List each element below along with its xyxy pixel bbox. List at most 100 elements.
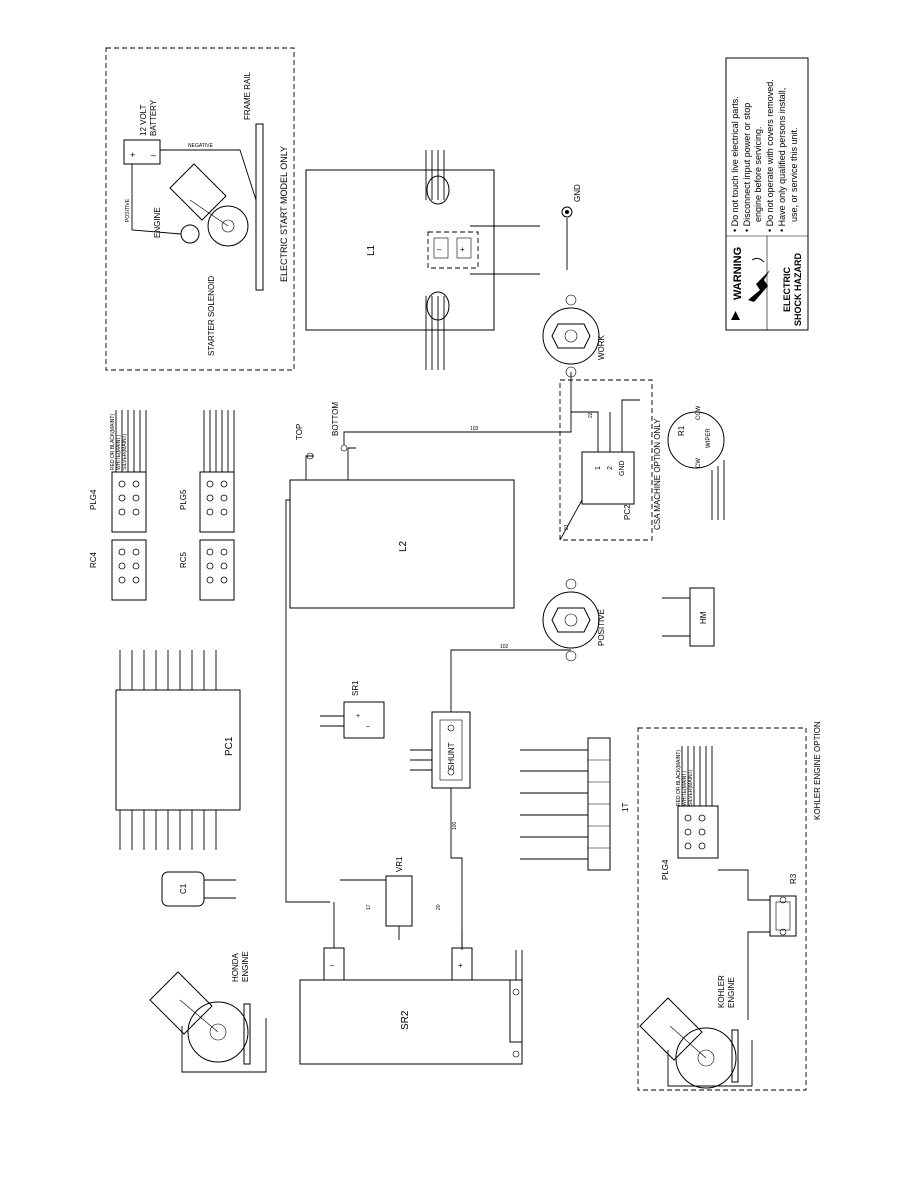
svg-text:CCW: CCW	[696, 405, 702, 420]
r3-label: R3	[789, 873, 798, 884]
svg-text:+: +	[458, 961, 463, 970]
plg5-wires	[203, 410, 235, 472]
svg-text:RED OR BLACK(MAINT): RED OR BLACK(MAINT)	[676, 750, 682, 806]
bullet-6: use, or service this unit.	[789, 127, 799, 222]
engine-drawing	[169, 163, 249, 247]
pc2	[581, 451, 635, 505]
pc2-label: PC2	[623, 504, 632, 520]
kohler-label-1: KOHLER	[717, 975, 726, 1008]
hazard-line1: ELECTRIC	[782, 266, 792, 312]
kohler-option-label: KOHLER ENGINE OPTION	[813, 721, 822, 820]
svg-text:CW: CW	[696, 458, 702, 468]
honda-label-1: HONDA	[231, 952, 240, 982]
pc1-right-wires	[119, 810, 217, 850]
r3-resistor: R3	[718, 869, 798, 1020]
svg-text:SILVER(MAINT): SILVER(MAINT)	[122, 433, 128, 470]
sr1-label: SR1	[351, 680, 360, 696]
svg-text:WIPER: WIPER	[706, 428, 712, 448]
kohler-engine-section: KOHLER ENGINE OPTION PLG4 RED OR BLACK(M…	[637, 721, 822, 1091]
svg-text:2: 2	[607, 466, 614, 470]
electric-start-section: ELECTRIC START MODEL ONLY + – 12 VOLT BA…	[105, 47, 295, 371]
svg-text:+: +	[460, 245, 465, 254]
csa-option-label: CSA MACHINE OPTION ONLY	[653, 418, 662, 530]
rc5-connector: RC5	[179, 539, 235, 601]
terminal-strip-1t: 1T	[520, 737, 630, 871]
pc1-left-wires	[119, 650, 217, 690]
pc1-board: PC1	[115, 650, 241, 850]
work-stud: WORK	[542, 294, 606, 378]
positive-label: POSITIVE	[597, 609, 606, 646]
svg-text:1: 1	[595, 466, 602, 470]
svg-text:17: 17	[366, 904, 372, 910]
1t-label: 1T	[621, 803, 630, 812]
plg5-label: PLG5	[179, 489, 188, 510]
kohler-label-2: ENGINE	[727, 977, 736, 1008]
starter-solenoid-label: STARTER SOLENOID	[207, 276, 216, 356]
battery	[123, 139, 161, 165]
positive-wire-label: POSITIVE	[125, 198, 131, 222]
svg-text:102: 102	[500, 644, 509, 650]
warning-label: WARNING ELECTRIC SHOCK HAZARD • Do not t…	[725, 57, 809, 331]
svg-text:22: 22	[588, 412, 594, 418]
svg-text:–: –	[366, 723, 370, 730]
svg-text:GND: GND	[619, 460, 626, 476]
bottom-label: BOTTOM	[331, 402, 340, 436]
sr2-label: SR2	[400, 1010, 411, 1030]
l1-label: L1	[366, 244, 377, 256]
svg-text:20: 20	[436, 904, 442, 910]
l2-label: L2	[398, 540, 409, 552]
gnd-label: GND	[573, 184, 582, 202]
svg-text:+: +	[356, 713, 360, 720]
work-label: WORK	[597, 334, 606, 360]
plg4-wires	[115, 410, 147, 472]
r1-label: R1	[677, 425, 686, 436]
top-label: TOP	[295, 424, 304, 440]
hm-label: HM	[699, 611, 708, 624]
plg5-connector: PLG5	[179, 410, 235, 533]
battery-minus: –	[151, 150, 156, 160]
rc5-label: RC5	[179, 551, 188, 568]
bullet-4: • Do not operate with covers removed.	[765, 79, 775, 232]
electric-start-title: ELECTRIC START MODEL ONLY	[279, 146, 289, 282]
svg-text:WHITE(MAINT): WHITE(MAINT)	[116, 435, 122, 470]
c1-label: C1	[179, 883, 188, 894]
sr2-rectifier: SR2 – +	[299, 902, 523, 1065]
shock-hazard-icon	[748, 257, 770, 302]
kohler-plg4: PLG4 RED OR BLACK(MAINT) WHITE(MAINT) SI…	[661, 746, 719, 880]
svg-text:RED OR BLACK(MAINT): RED OR BLACK(MAINT)	[110, 414, 116, 470]
bullet-5: • Have only qualified persons install,	[777, 88, 787, 232]
vr1-label: VR1	[395, 856, 404, 872]
r1-potentiometer: R1 CW CCW WIPER	[667, 405, 725, 520]
shunt: SHUNT 102 100	[410, 644, 571, 950]
pc1-label: PC1	[224, 736, 235, 756]
honda-engine: HONDA ENGINE	[149, 951, 267, 1073]
positive-stud: POSITIVE	[542, 578, 606, 662]
negative-wire-label: NEGATIVE	[188, 143, 214, 149]
battery-label-2: BATTERY	[149, 99, 158, 136]
hour-meter: HM	[662, 587, 715, 647]
kohler-plg4-label: PLG4	[661, 859, 670, 880]
rc4-label: RC4	[89, 551, 98, 568]
bullet-1: • Do not touch live electrical parts.	[730, 96, 740, 232]
bullet-3: engine before servicing.	[753, 126, 763, 222]
kohler-engine: KOHLER ENGINE	[639, 975, 753, 1089]
svg-text:SILVER(MAINT): SILVER(MAINT)	[688, 769, 694, 806]
warning-bullets: • Do not touch live electrical parts. • …	[730, 79, 799, 232]
svg-text:–: –	[437, 245, 442, 254]
sr1-rectifier: SR1 + –	[320, 680, 385, 739]
l2-reactor: L2 TOP BOTTOM 103	[285, 372, 572, 903]
frame-rail	[255, 123, 264, 291]
battery-label-1: 12 VOLT	[139, 104, 148, 136]
bullet-2: • Disconnect input power or stop	[742, 103, 752, 232]
svg-text:–: –	[330, 961, 335, 970]
warning-header: WARNING	[732, 247, 744, 300]
wire-103-label: 103	[470, 426, 479, 432]
vr1-varistor: VR1 17 20	[340, 856, 442, 940]
svg-text:WHITE(MAINT): WHITE(MAINT)	[682, 771, 688, 806]
l1-reactor: L1 – +	[305, 150, 540, 370]
engine-label: ENGINE	[153, 207, 162, 238]
hazard-line2: SHOCK HAZARD	[793, 253, 803, 326]
c1-capacitor: C1	[161, 871, 236, 907]
frame-rail-label: FRAME RAIL	[243, 71, 252, 120]
